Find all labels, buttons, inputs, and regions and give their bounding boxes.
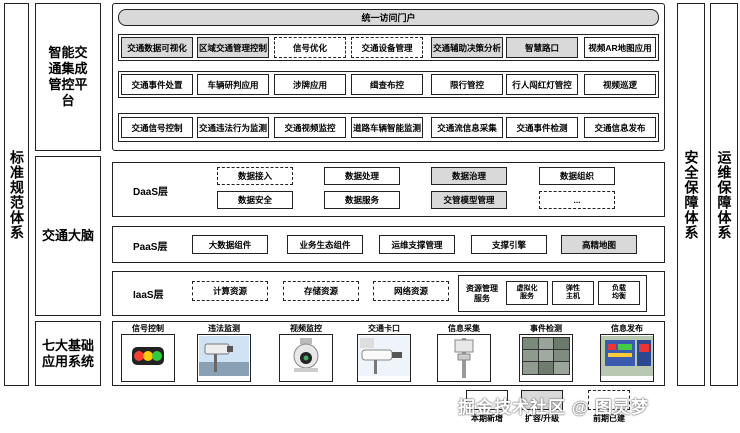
row-label-basic: 七大基础应用系统 (35, 321, 101, 386)
row-label-brain-text: 交通大脑 (41, 228, 94, 243)
device-box (197, 334, 251, 382)
paas-item: 运维支撑管理 (379, 235, 455, 254)
platform-item: 交通数据可视化 (121, 37, 193, 58)
iaas-group-item: 负载 均衡 (598, 281, 640, 305)
daas-layer-title: DaaS层 (133, 186, 169, 198)
checkpoint-camera-icon (358, 335, 410, 381)
watermark: 掘金技术社区 @ 图灵梦 (458, 398, 650, 417)
event-monitor-grid-icon (522, 336, 570, 380)
row-label-basic-text: 七大基础应用系统 (41, 337, 94, 369)
legend-label: 扩容/升级 (524, 414, 560, 423)
legend-swatch (588, 390, 630, 410)
device-label: 事件检测 (530, 324, 562, 333)
platform-item: 区域交通管理控制 (197, 37, 269, 58)
daas-item: 数据处理 (324, 167, 400, 185)
device-box (279, 334, 333, 382)
iaas-item: 计算资源 (192, 281, 268, 301)
device-label: 违法监测 (208, 324, 240, 333)
platform-item: 交通信息发布 (584, 117, 656, 138)
platform-item: 交通违法行为监测 (197, 117, 269, 138)
row-label-platform-text: 智能交通集成管控平台 (48, 45, 88, 108)
unified-portal-header: 统一访问门户 (118, 9, 659, 26)
iaas-layer-title: IaaS层 (133, 289, 164, 301)
daas-item: 数据组织 (539, 167, 615, 185)
daas-item: ... (539, 191, 615, 209)
platform-item: 交通事件检测 (506, 117, 578, 138)
daas-item: 数据治理 (431, 167, 507, 185)
iaas-item: 存储资源 (283, 281, 359, 301)
device-label: 交通卡口 (368, 324, 400, 333)
platform-item: 智慧路口 (506, 37, 578, 58)
security-system-panel: 安全保障体系 (677, 3, 705, 386)
iaas-group-item: 弹性 主机 (552, 281, 594, 305)
device-label: 视频监控 (290, 324, 322, 333)
legend-swatch (521, 390, 563, 410)
standard-spec-system-panel: 标准规范体系 (4, 3, 29, 386)
sensor-pole-icon (449, 334, 479, 383)
platform-item: 车辆研判应用 (197, 74, 269, 95)
paas-item: 支撑引擎 (471, 235, 547, 254)
device-box (519, 334, 573, 382)
platform-item: 缉查布控 (351, 74, 423, 95)
device-box (600, 334, 654, 382)
paas-layer-title: PaaS层 (133, 241, 168, 253)
device-box (357, 334, 411, 382)
ptz-dome-camera-icon (286, 336, 326, 381)
daas-item: 数据服务 (324, 191, 400, 209)
daas-item: 数据接入 (217, 167, 293, 185)
device-label: 信号控制 (132, 324, 164, 333)
platform-item: 视频巡逻 (584, 74, 656, 95)
platform-item: 交通设备管理 (351, 37, 423, 58)
platform-item: 交通辅助决策分析 (431, 37, 503, 58)
row-label-platform: 智能交通集成管控平台 (35, 3, 101, 151)
platform-item: 视频AR地图应用 (584, 37, 656, 58)
daas-item: 交管模型管理 (431, 191, 507, 209)
paas-item: 高精地图 (561, 235, 637, 254)
legend-swatch (466, 390, 508, 410)
paas-item: 大数据组件 (192, 235, 268, 254)
device-box (121, 334, 175, 382)
led-sign-icon (601, 335, 653, 381)
platform-item: 行人闯红灯管控 (506, 74, 578, 95)
legend-label: 本期新增 (471, 414, 503, 423)
device-box (437, 334, 491, 382)
daas-item: 数据安全 (217, 191, 293, 209)
device-label: 信息发布 (611, 324, 643, 333)
paas-item: 业务生态组件 (287, 235, 363, 254)
legend-label: 前期已建 (593, 414, 625, 423)
resource-management-label: 资源管理 服务 (466, 284, 498, 303)
platform-item: 交通流信息采集 (431, 117, 503, 138)
platform-item: 交通视频监控 (274, 117, 346, 138)
device-label: 信息采集 (448, 324, 480, 333)
platform-item: 涉牌应用 (274, 74, 346, 95)
surveillance-camera-icon (199, 335, 249, 381)
platform-item: 交通事件处置 (121, 74, 193, 95)
iaas-group-item: 虚拟化 服务 (506, 281, 548, 305)
operation-system-panel: 运维保障体系 (710, 3, 738, 386)
platform-item: 限行管控 (431, 74, 503, 95)
row-label-brain: 交通大脑 (35, 156, 101, 316)
traffic-light-icon (128, 337, 168, 380)
iaas-item: 网络资源 (373, 281, 449, 301)
platform-item: 道路车辆智能监测 (351, 117, 423, 138)
resource-management-group (458, 275, 647, 312)
platform-item: 信号优化 (274, 37, 346, 58)
platform-item: 交通信号控制 (121, 117, 193, 138)
